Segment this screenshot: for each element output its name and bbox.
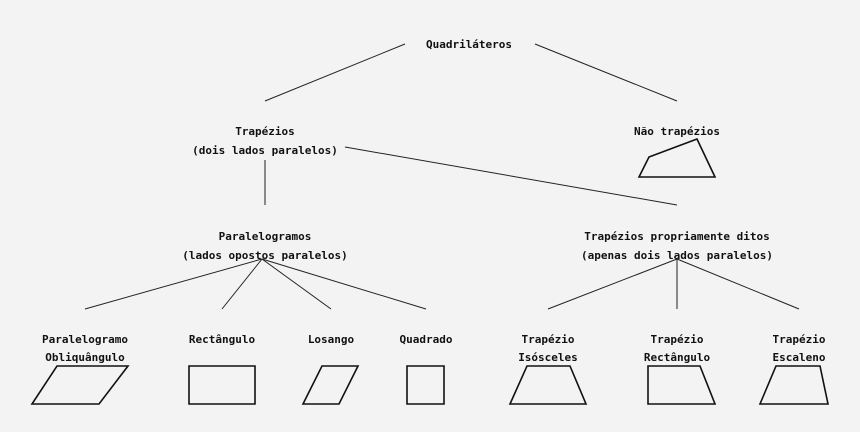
rhombus-shape	[301, 365, 360, 405]
right-trapezoid-shape	[647, 365, 717, 405]
node-quadrilateros: Quadriláteros	[426, 38, 512, 51]
leaf-trapezio-escaleno-line1: Trapézio	[773, 333, 826, 346]
leaf-trapezio-escaleno-line2: Escaleno	[773, 351, 826, 364]
edge-root-nao-trapezios	[534, 43, 678, 102]
leaf-rectangulo: Rectângulo	[189, 333, 256, 346]
parallelogram-shape	[30, 365, 130, 405]
edge-propriamente-escaleno	[676, 258, 800, 310]
edge-paralelogramos-obliquangulo	[84, 258, 263, 310]
scalene-trapezoid-shape	[758, 365, 829, 405]
edge-paralelogramos-rectangulo	[221, 258, 263, 310]
edge-paralelogramos-quadrado	[261, 258, 427, 310]
rectangle-shape	[188, 365, 256, 405]
node-trapezios-title: Trapézios	[235, 125, 295, 138]
leaf-paralelogramo-line2: Obliquângulo	[45, 351, 125, 364]
leaf-paralelogramo-line1: Paralelogramo	[42, 333, 128, 346]
square-shape	[406, 365, 445, 405]
leaf-trapezio-isosceles-line1: Trapézio	[522, 333, 575, 346]
leaf-trapezio-rectangulo-line2: Rectângulo	[644, 351, 711, 364]
node-propriamente-title: Trapézios propriamente ditos	[584, 230, 769, 243]
irregular-quadrilateral-shape	[637, 137, 717, 178]
connector-lines	[84, 43, 800, 310]
node-trapezios-subtitle: (dois lados paralelos)	[192, 144, 338, 157]
node-paralelogramos-title: Paralelogramos	[219, 230, 312, 243]
leaf-losango: Losango	[308, 333, 355, 346]
node-propriamente-subtitle: (apenas dois lados paralelos)	[581, 249, 773, 262]
edge-paralelogramos-losango	[261, 258, 332, 310]
isosceles-trapezoid-shape	[508, 365, 588, 405]
node-nao-trapezios: Não trapézios	[634, 125, 720, 138]
edge-trapezios-propriamente	[344, 146, 678, 206]
edge-root-trapezios	[264, 43, 406, 102]
edge-propriamente-isosceles	[547, 258, 678, 310]
leaf-trapezio-rectangulo-line1: Trapézio	[651, 333, 704, 346]
leaf-quadrado: Quadrado	[400, 333, 453, 346]
node-paralelogramos-subtitle: (lados opostos paralelos)	[182, 249, 348, 262]
leaf-trapezio-isosceles-line2: Isósceles	[518, 351, 578, 364]
